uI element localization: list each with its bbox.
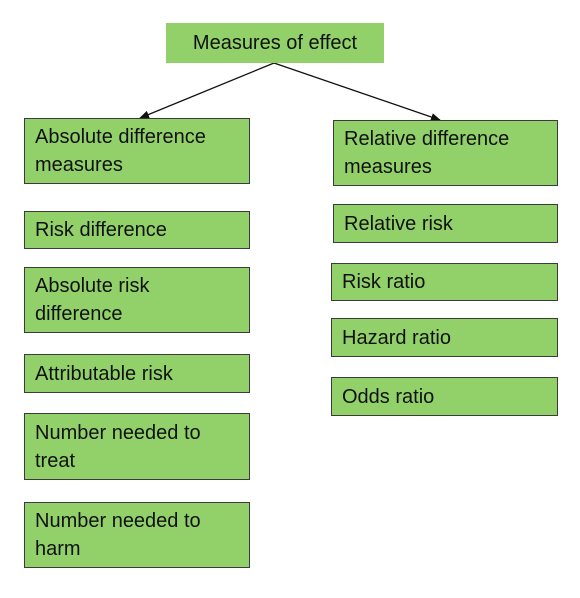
- right-item-odds-ratio: Odds ratio: [331, 377, 558, 416]
- right-item-relative-risk: Relative risk: [333, 204, 558, 243]
- right-header-relative-difference: Relative difference measures: [333, 120, 558, 186]
- right-item-risk-ratio: Risk ratio: [331, 263, 558, 301]
- left-item-attributable-risk: Attributable risk: [24, 354, 250, 393]
- left-header-absolute-difference: Absolute difference measures: [24, 118, 250, 184]
- right-item-hazard-ratio: Hazard ratio: [331, 318, 558, 357]
- left-item-risk-difference: Risk difference: [24, 211, 250, 249]
- root-node-measures-of-effect: Measures of effect: [166, 23, 384, 63]
- left-item-number-needed-to-treat: Number needed to treat: [24, 413, 250, 480]
- arrow-to-relative: [273, 62, 441, 121]
- arrow-to-absolute: [139, 62, 275, 119]
- left-item-absolute-risk-difference: Absolute risk difference: [24, 267, 250, 333]
- left-item-number-needed-to-harm: Number needed to harm: [24, 502, 250, 568]
